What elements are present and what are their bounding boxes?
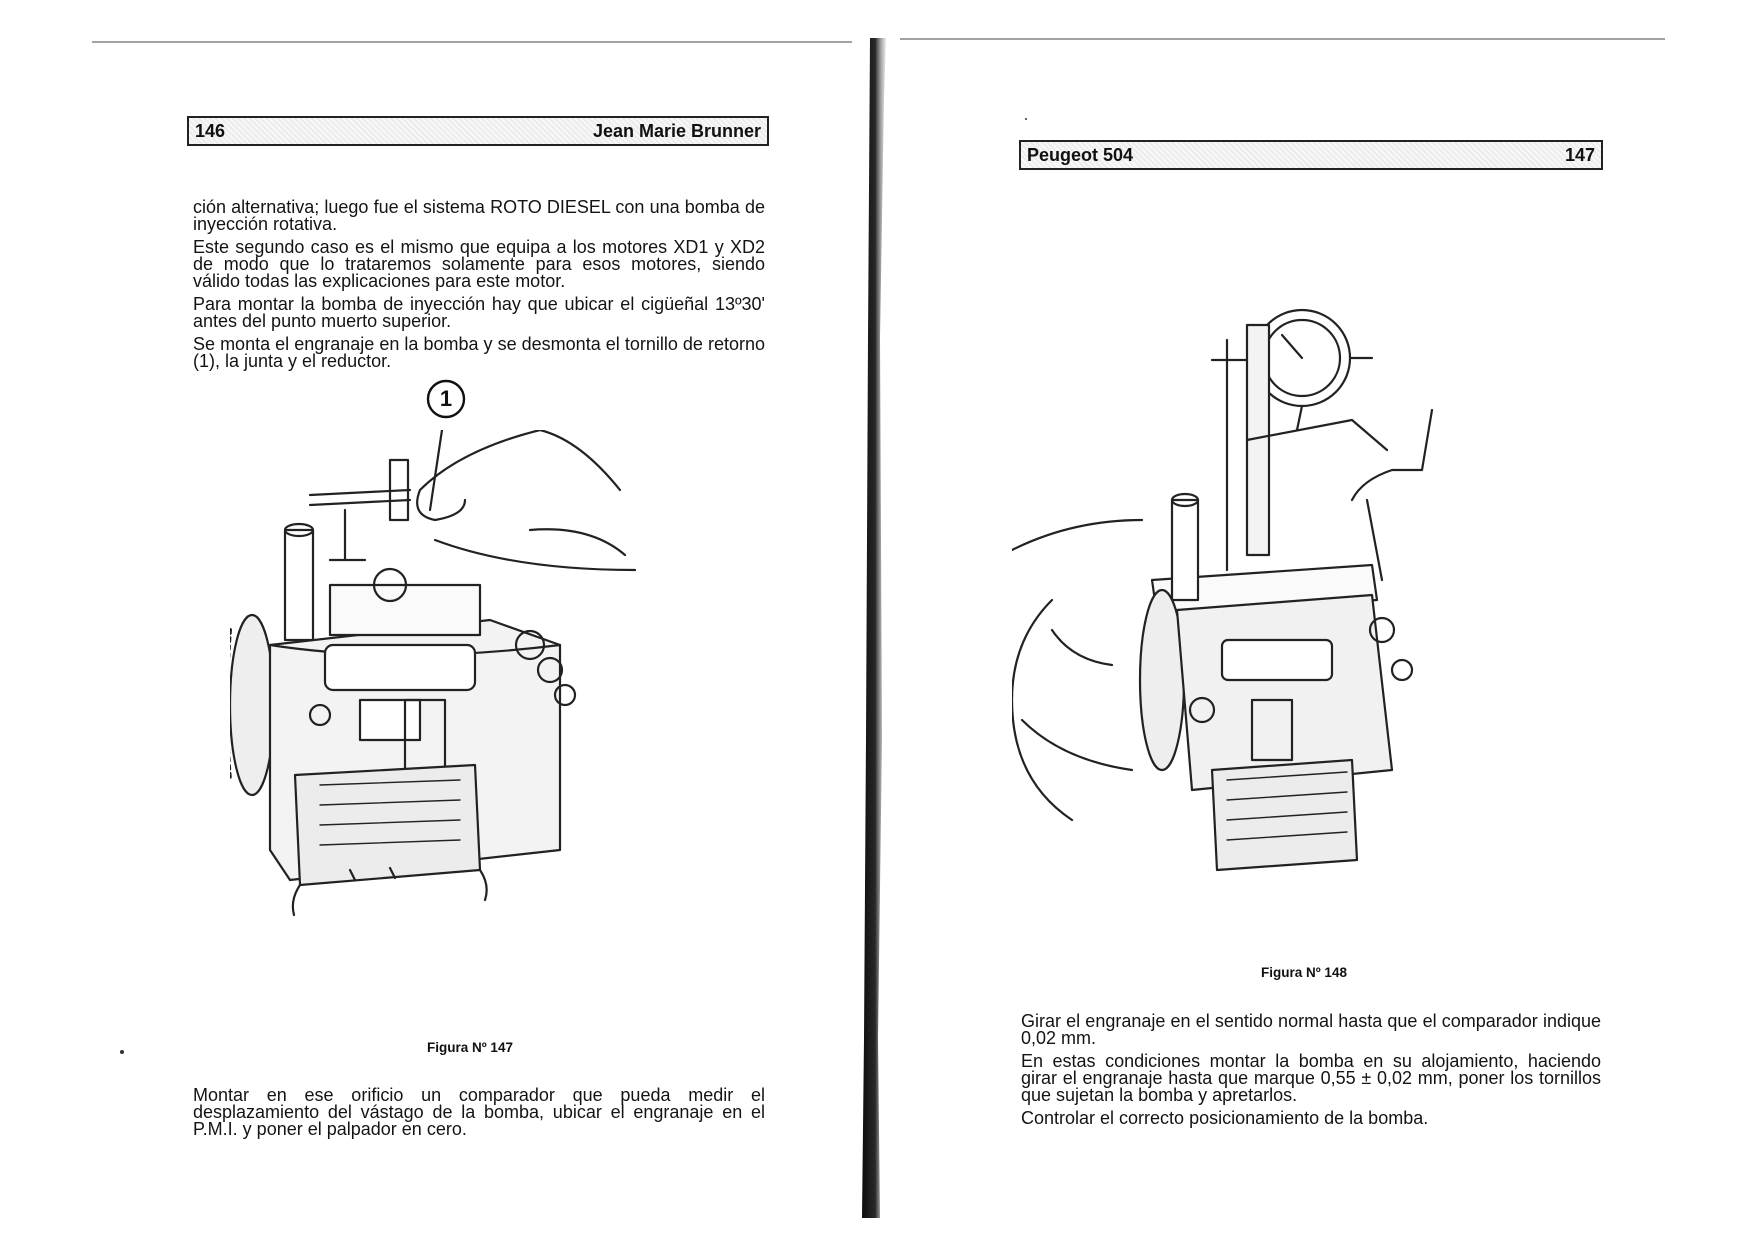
right-page-title: Peugeot 504 — [1027, 144, 1134, 165]
scan-speck — [1025, 118, 1027, 120]
paragraph: Controlar el correcto posicionamiento de… — [1021, 1108, 1429, 1128]
left-page-number: 146 — [195, 120, 226, 141]
callout-marker — [426, 379, 466, 419]
book-spine-shadow — [856, 38, 892, 1218]
right-body: Girar el engranaje en el sentido normal … — [1021, 1011, 1601, 1133]
left-page-author: Jean Marie Brunner — [592, 120, 761, 141]
paragraph: Este segundo caso es el mismo que equipa… — [193, 237, 765, 291]
right-page-number: 147 — [1564, 144, 1595, 165]
paragraph: En estas condiciones montar la bomba en … — [1021, 1051, 1601, 1105]
pump-with-dial-gauge-drawing — [1010, 308, 1434, 872]
scan-top-line-right — [900, 38, 1665, 40]
paragraph: Montar en ese orificio un comparador que… — [193, 1085, 765, 1139]
left-body-bottom: Montar en ese orificio un comparador que… — [193, 1085, 765, 1144]
spine-svg — [862, 38, 886, 1218]
callout-number: 1 — [439, 386, 453, 411]
paragraph: Para montar la bomba de inyección hay qu… — [193, 294, 765, 331]
scan-speck — [120, 1050, 124, 1054]
right-page: Peugeot 504 147 — [892, 0, 1756, 1243]
figure-148-caption: Figura Nº 148 — [1261, 965, 1347, 980]
right-page-header: Peugeot 504 147 — [1019, 140, 1603, 170]
paragraph: Girar el engranaje en el sentido normal … — [1021, 1011, 1601, 1048]
scan-top-line-left — [92, 41, 852, 43]
injection-pump-drawing — [225, 408, 637, 917]
left-body-top: ción alternativa; luego fue el sistema R… — [193, 197, 765, 376]
figure-147-illustration: 1 — [225, 379, 700, 1000]
paragraph: ción alternativa; luego fue el sistema R… — [193, 197, 765, 234]
left-page-header: 146 Jean Marie Brunner — [187, 116, 769, 146]
figure-147-caption: Figura Nº 147 — [427, 1040, 513, 1055]
figure-148-illustration — [1010, 300, 1472, 880]
paragraph: Se monta el engranaje en la bomba y se d… — [193, 334, 765, 371]
left-page: 146 Jean Marie Brunner ción alternativa;… — [0, 0, 856, 1243]
